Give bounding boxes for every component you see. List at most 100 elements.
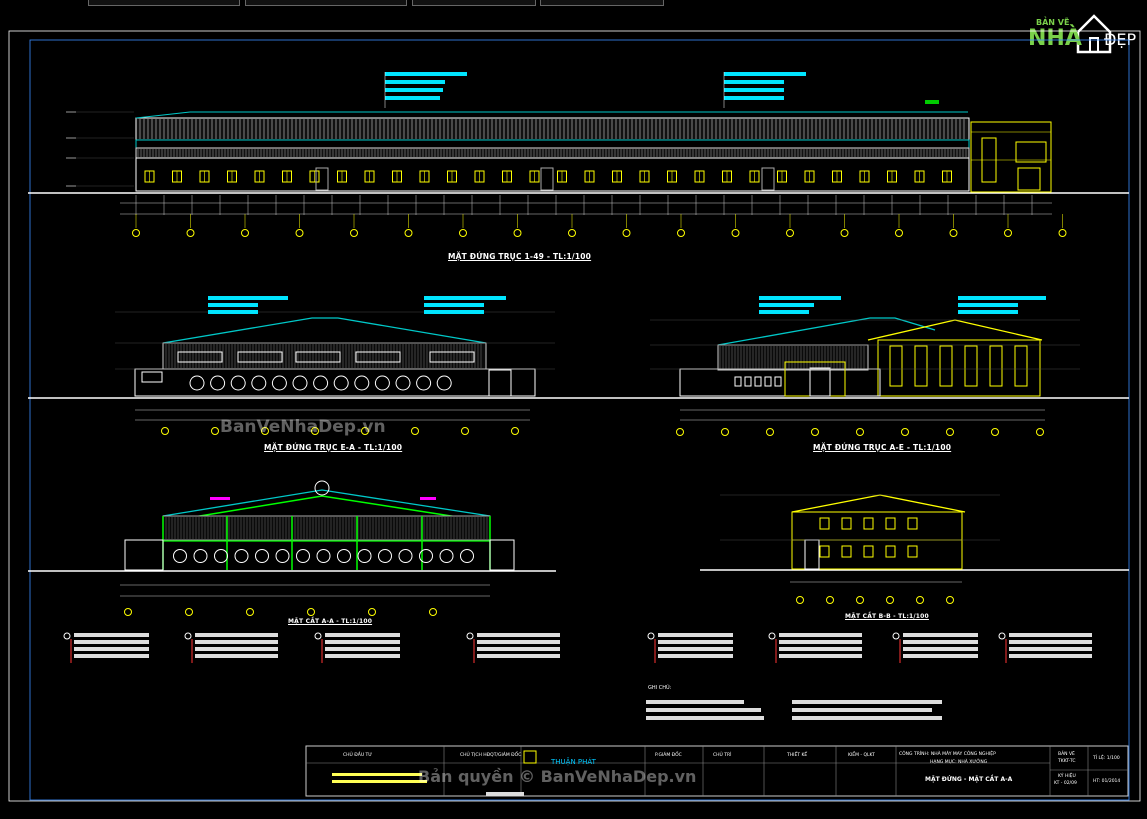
tb-company-name: THUẬN PHÁT (551, 758, 596, 766)
door-ae (809, 367, 831, 397)
roof-face-aa (162, 515, 491, 541)
pediment-ae (867, 319, 1043, 341)
tb-drawing-title: MẶT ĐỨNG - MẶT CẮT A-A (925, 776, 1013, 783)
sheet-border-inner (29, 39, 1130, 801)
grid-bubble-bb (886, 596, 894, 604)
grid-bubble-long (677, 229, 685, 237)
office-window-ae (964, 345, 978, 387)
window-ae (744, 376, 752, 387)
legend-text-bar (325, 633, 400, 637)
grid-bubble-bb (946, 596, 954, 604)
annotation-bar (724, 88, 784, 92)
fan-aa (460, 549, 474, 563)
grid-bubble-aa (368, 608, 376, 616)
fan-ea (416, 375, 432, 391)
office-window-ae (1014, 345, 1028, 387)
annotation-bar (385, 96, 440, 100)
legend-text-bar (658, 640, 733, 644)
tb-scale: TỈ LỆ: 1/100 (1093, 756, 1120, 761)
grid-bubble-ea (411, 427, 419, 435)
grid-bubble-ae (766, 428, 774, 436)
grid-bubble-ea (211, 427, 219, 435)
grid-bubble-bb (826, 596, 834, 604)
side-room-aa-right (489, 539, 515, 571)
door-ea (488, 369, 512, 397)
title-front-long: MẶT ĐỨNG TRỤC 1-49 - TL:1/100 (448, 252, 592, 261)
title-section-aa: MẶT CẮT A-A - TL:1/100 (288, 618, 373, 625)
annotation-bar (208, 296, 288, 300)
legend-text-bar (195, 654, 278, 658)
annex-door (1017, 167, 1041, 191)
brand-logo: BẢN VẼ NHÀ ĐẸP (1028, 14, 1138, 64)
grid-bubble-aa (124, 608, 132, 616)
linetype-dropdown[interactable] (245, 0, 407, 6)
watermark-mid: BanVeNhaDep.vn (220, 417, 386, 437)
legend-marker (892, 632, 900, 640)
annotation-bar (759, 310, 809, 314)
grid-bubble-long (1004, 229, 1012, 237)
fan-aa (316, 549, 331, 563)
window-ae (734, 376, 742, 387)
annotation-bar (208, 310, 258, 314)
wall-ea (134, 368, 536, 397)
block-bb (791, 511, 963, 570)
legend-text-bar (477, 654, 560, 658)
grid-bubble-ea (461, 427, 469, 435)
tag-green (925, 100, 939, 104)
fan-ea (374, 375, 390, 391)
annotation-bar (958, 303, 1018, 307)
annotation-bar (385, 72, 467, 76)
grid-bubble-ea (261, 427, 269, 435)
window-bb (863, 517, 874, 530)
grid-bubble-long (622, 229, 631, 237)
watermark-bottom: Bản quyền © BanVeNhaDep.vn (418, 767, 697, 786)
grid-bubble-ae (811, 428, 819, 436)
grid-bubble-ea (511, 427, 519, 435)
grid-bubble-ae (946, 428, 954, 436)
window-bb (863, 545, 874, 558)
tb-project: CÔNG TRÌNH: NHÀ MÁY MAY CÔNG NGHIỆP (899, 752, 996, 757)
fan-ea (313, 375, 329, 391)
plotstyle-dropdown[interactable] (540, 0, 664, 6)
grid-bubble-ae (676, 428, 684, 436)
tb-director-label: P.GIÁM ĐỐC (655, 753, 682, 758)
office-window-ae (939, 345, 953, 387)
tb-sheet-label: KÝ HIỆU (1058, 774, 1076, 779)
legend-text-bar (658, 654, 733, 658)
window-ae (774, 376, 782, 387)
company-mark (523, 750, 537, 764)
roof-bb (791, 494, 966, 513)
annotation-bar (208, 303, 258, 307)
fan-aa (337, 549, 351, 563)
legend-text-bar (74, 654, 149, 658)
tb-chief-label: CHỦ TRÌ (713, 753, 732, 758)
legend-text-bar (903, 647, 978, 651)
tb-design-label: THIẾT KẾ (787, 753, 808, 758)
grid-bubble-long (1058, 229, 1067, 237)
annotation-bar (385, 88, 443, 92)
legend-text-bar (1009, 633, 1092, 637)
layer-dropdown[interactable] (88, 0, 240, 6)
window-bb (907, 545, 918, 558)
note-text-bar (792, 708, 932, 712)
window-bb (907, 517, 918, 530)
annex-long (970, 121, 1052, 193)
legend-text-bar (779, 647, 862, 651)
fan-ea (333, 375, 349, 391)
fan-ea (189, 375, 205, 391)
tag-accent (420, 497, 436, 500)
annotation-bar (759, 296, 841, 300)
legend-text-bar (1009, 654, 1092, 658)
fan-aa (357, 549, 372, 563)
note-text-bar (792, 700, 942, 704)
fan-ea (271, 375, 287, 391)
grid-bubble-ae (856, 428, 864, 436)
logo-line2: NHÀ (1028, 26, 1082, 51)
grid-bubble-ae (1036, 428, 1044, 436)
fan-aa (296, 549, 310, 563)
tb-date: HT: 01/2014 (1093, 779, 1121, 784)
lineweight-dropdown[interactable] (412, 0, 536, 6)
grid-bubble-aa (246, 608, 254, 616)
tb-check-label: KIỂM - QLKT (848, 753, 875, 758)
